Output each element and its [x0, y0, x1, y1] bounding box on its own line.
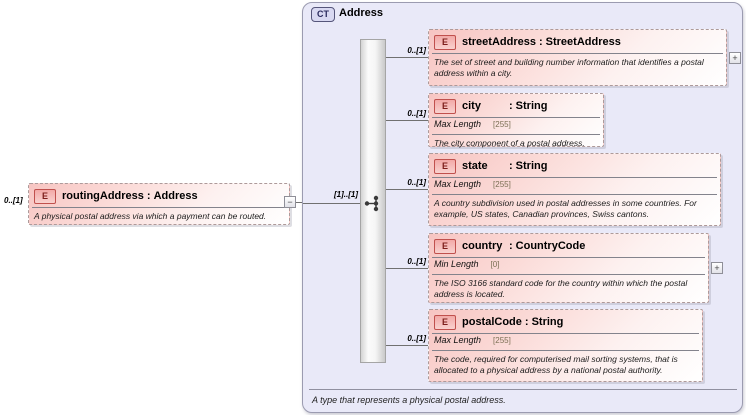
facet-row: Max Length [255] — [429, 334, 702, 349]
divider — [432, 194, 717, 195]
cardinality-label: 0..[1] — [407, 46, 426, 55]
element-badge: E — [34, 188, 56, 204]
divider — [432, 117, 600, 118]
connector-line — [386, 120, 428, 121]
element-annotation: The ISO 3166 standard code for the count… — [434, 278, 688, 299]
sequence-bar[interactable] — [360, 39, 386, 363]
facet-name: Max Length — [434, 179, 482, 189]
element-name: state — [462, 160, 488, 172]
colon-separator: : — [146, 190, 151, 202]
cardinality-label: 0..[1] — [407, 334, 426, 343]
expand-icon[interactable]: + — [711, 262, 723, 274]
element-annotation: A physical postal address via which a pa… — [34, 211, 267, 221]
element-header: E postalCode : String — [429, 310, 702, 332]
connector-line — [386, 189, 428, 190]
element-badge: E — [434, 158, 456, 174]
element-badge: E — [434, 34, 456, 50]
element-name: city — [462, 100, 481, 112]
divider — [32, 207, 286, 208]
element-type: Address — [153, 190, 198, 202]
cardinality-label: 0..[1] — [407, 257, 426, 266]
collapse-icon[interactable]: − — [284, 196, 296, 208]
colon-separator: : — [538, 36, 543, 48]
facet-value: [255] — [493, 180, 511, 189]
facet-name: Min Length — [434, 259, 479, 269]
element-badge: E — [434, 238, 456, 254]
element-name: country — [462, 240, 503, 252]
facet-row: Min Length [0] — [429, 258, 708, 273]
facet-row: Max Length [255] — [429, 118, 603, 133]
facet-value: [255] — [493, 120, 511, 129]
cardinality-label: [1]..[1] — [334, 190, 358, 199]
cardinality-label: 0..[1] — [4, 196, 23, 205]
element-name: routingAddress — [62, 190, 144, 202]
element-type: String — [531, 316, 564, 328]
sequence-icon — [364, 195, 379, 212]
colon-separator: : — [509, 160, 513, 172]
expand-icon[interactable]: + — [729, 51, 741, 64]
element-annotation: A country subdivision used in postal add… — [434, 198, 697, 219]
element-header: E routingAddress : Address — [29, 184, 289, 206]
element-header: E state : String — [429, 154, 720, 176]
complex-type-annotation: A type that represents a physical postal… — [312, 395, 506, 405]
element-annotation: The code, required for computerised mail… — [434, 354, 678, 375]
facet-value: [0] — [490, 260, 500, 269]
divider — [432, 177, 717, 178]
element-name: postalCode — [462, 316, 522, 328]
element-annotation: The city component of a postal address. — [434, 138, 585, 148]
divider — [432, 53, 723, 54]
connector-line — [296, 202, 302, 203]
connector-line — [386, 57, 428, 58]
connector-line — [386, 345, 428, 346]
element-box-country[interactable]: E country : CountryCode Min Length [0] T… — [428, 233, 723, 303]
cardinality-label: 0..[1] — [407, 178, 426, 187]
element-box-routing-address[interactable]: E routingAddress : Address A physical po… — [28, 183, 290, 225]
element-box-street-address[interactable]: E streetAddress : StreetAddress The set … — [428, 29, 741, 86]
element-type: StreetAddress — [545, 36, 621, 48]
element-header: E country : CountryCode — [429, 234, 708, 256]
element-box-city[interactable]: E city : String Max Length [255] The cit… — [428, 93, 604, 148]
divider — [432, 333, 699, 334]
element-name: streetAddress — [462, 36, 536, 48]
complex-type-panel[interactable]: CT Address [1]..[1] 0..[1] 0..[1] 0..[1]… — [302, 2, 743, 413]
element-box-postal-code[interactable]: E postalCode : String Max Length [255] T… — [428, 309, 703, 382]
facet-name: Max Length — [434, 335, 482, 345]
colon-separator: : — [509, 100, 513, 112]
divider — [432, 257, 705, 258]
colon-separator: : — [509, 240, 513, 252]
connector-line — [386, 268, 428, 269]
element-header: E city : String — [429, 94, 603, 116]
element-badge: E — [434, 98, 456, 114]
facet-row: Max Length [255] — [429, 178, 720, 193]
divider — [432, 350, 699, 351]
facet-name: Max Length — [434, 119, 482, 129]
divider — [432, 134, 600, 135]
element-type: CountryCode — [515, 240, 586, 252]
colon-separator: : — [524, 316, 529, 328]
complex-type-title: Address — [339, 7, 384, 19]
element-box-state[interactable]: E state : String Max Length [255] A coun… — [428, 153, 721, 226]
divider — [432, 274, 705, 275]
facet-value: [255] — [493, 336, 511, 345]
element-annotation: The set of street and building number in… — [434, 57, 704, 78]
divider — [309, 389, 737, 390]
cardinality-label: 0..[1] — [407, 109, 426, 118]
complex-type-badge: CT — [311, 7, 335, 22]
connector-line — [303, 203, 360, 204]
element-header: E streetAddress : StreetAddress — [429, 30, 726, 52]
element-badge: E — [434, 314, 456, 330]
element-type: String — [515, 100, 548, 112]
element-type: String — [515, 160, 548, 172]
